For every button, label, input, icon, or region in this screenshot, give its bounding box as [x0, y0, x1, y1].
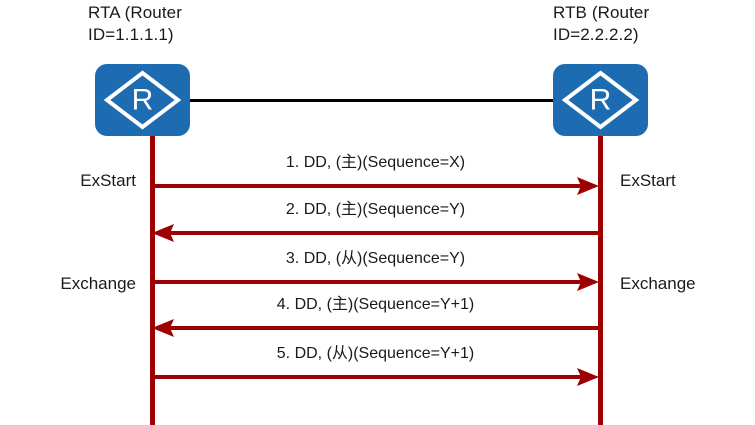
message-5-arrow-right-icon	[152, 367, 599, 387]
router-link-line	[190, 99, 554, 102]
lifeline-rtb	[598, 136, 603, 425]
svg-text:R: R	[132, 84, 154, 117]
state-label-exchange-rta: Exchange	[60, 274, 136, 293]
message-2: 2. DD, (主)(Sequence=Y)	[152, 199, 599, 243]
message-1-label: 1. DD, (主)(Sequence=X)	[285, 154, 466, 171]
message-5-label: 5. DD, (从)(Sequence=Y+1)	[276, 345, 475, 362]
node-title-rta: RTA (Router ID=1.1.1.1)	[88, 3, 183, 44]
state-label-exchange-rtb: Exchange	[620, 274, 696, 293]
message-3-label: 3. DD, (从)(Sequence=Y)	[285, 250, 466, 267]
state-label-exstart-rta: ExStart	[80, 171, 136, 190]
message-4: 4. DD, (主)(Sequence=Y+1)	[152, 294, 599, 338]
message-3: 3. DD, (从)(Sequence=Y)	[152, 248, 599, 292]
svg-text:R: R	[590, 84, 612, 117]
message-5: 5. DD, (从)(Sequence=Y+1)	[152, 343, 599, 387]
message-2-label: 2. DD, (主)(Sequence=Y)	[285, 201, 466, 218]
node-title-rtb: RTB (Router ID=2.2.2.2)	[553, 3, 650, 44]
message-4-label: 4. DD, (主)(Sequence=Y+1)	[276, 296, 475, 313]
message-2-arrow-left-icon	[152, 223, 599, 243]
message-4-arrow-left-icon	[152, 318, 599, 338]
message-3-arrow-right-icon	[152, 272, 599, 292]
message-1: 1. DD, (主)(Sequence=X)	[152, 152, 599, 196]
message-1-arrow-right-icon	[152, 176, 599, 196]
state-label-exstart-rtb: ExStart	[620, 171, 676, 190]
router-icon-rtb[interactable]: R	[553, 64, 648, 136]
router-icon-rta[interactable]: R	[95, 64, 190, 136]
